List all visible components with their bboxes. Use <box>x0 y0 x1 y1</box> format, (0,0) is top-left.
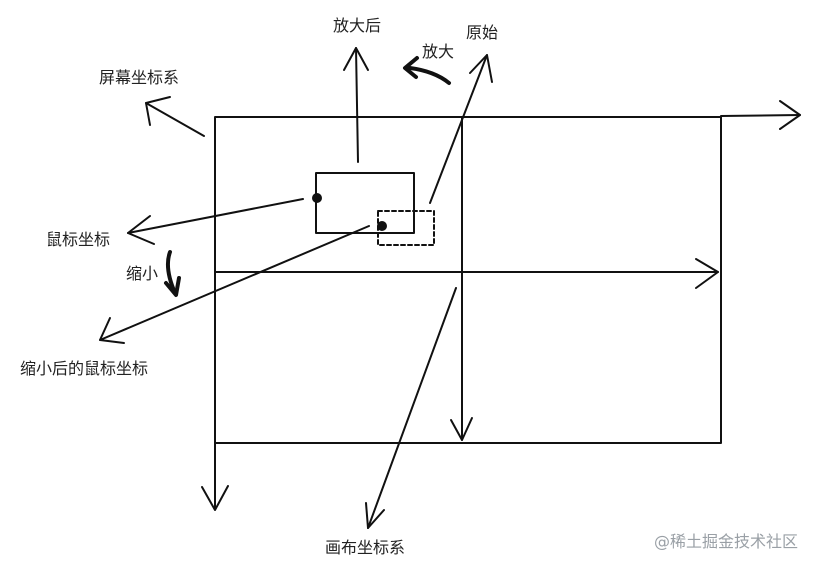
canvas-x-axis-arrow <box>215 258 719 289</box>
screen-coords-pointer-arrow <box>145 96 205 137</box>
screen-x-axis-arrow <box>720 100 801 130</box>
screen-frame <box>214 116 722 444</box>
label-canvas-coords: 画布坐标系 <box>325 538 406 557</box>
mouse-coords-pointer-arrow <box>127 198 304 245</box>
original-pointer-arrow <box>429 54 493 204</box>
watermark: @稀土掘金技术社区 <box>654 532 799 551</box>
zoomed-out-mouse-pointer-arrow <box>99 225 370 344</box>
zoom-in-curved-arrow <box>403 56 451 85</box>
canvas-coords-pointer-arrow <box>365 287 457 529</box>
canvas-y-axis-arrow <box>450 116 473 441</box>
label-mouse-coords: 鼠标坐标 <box>46 230 111 249</box>
label-original: 原始 <box>466 23 499 42</box>
zoomed-pointer-arrow <box>343 47 369 163</box>
label-zoomed: 放大后 <box>333 16 382 35</box>
zoom-out-curved-arrow <box>164 250 181 297</box>
zoomed-mouse-dot <box>312 193 322 203</box>
screen-y-axis-arrow <box>201 442 229 511</box>
label-screen-coords: 屏幕坐标系 <box>99 68 180 87</box>
zoomed-rect <box>315 172 415 234</box>
label-zoom-in: 放大 <box>422 42 455 61</box>
original-mouse-dot <box>377 221 387 231</box>
label-zoom-out: 缩小 <box>126 264 159 283</box>
label-zoomed-out-mouse-coords: 缩小后的鼠标坐标 <box>20 359 149 378</box>
